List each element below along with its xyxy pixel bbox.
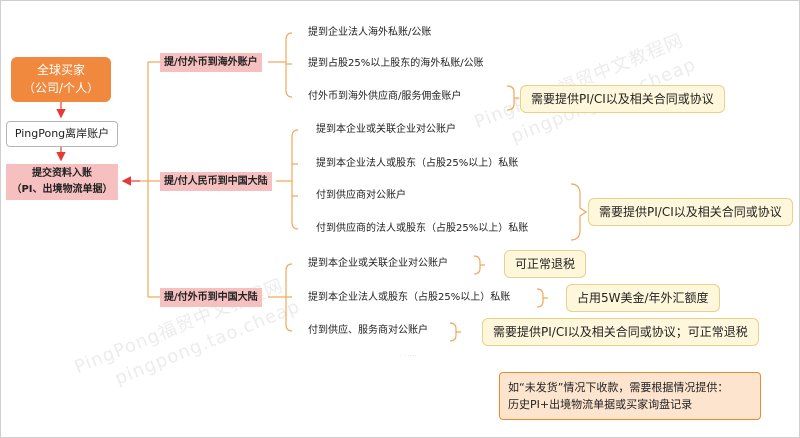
global-buyer-subtitle: （公司/个人）	[22, 81, 100, 95]
leaf-item: 提到本企业法人或股东（占股25%以上）私账	[316, 158, 519, 169]
note-contract-and-refund: 需要提供PI/CI以及相关合同或协议；可正常退税	[482, 318, 759, 346]
global-buyer-node: 全球买家 （公司/个人）	[11, 57, 111, 102]
note-contract-required: 需要提供PI/CI以及相关合同或协议	[588, 198, 793, 226]
leaf-item: 提到本企业或关联企业对公账户	[316, 124, 456, 135]
global-buyer-title: 全球买家	[36, 63, 85, 77]
leaf-item: 付到供应、服务商对公账户	[308, 325, 428, 336]
note-tax-refund: 可正常退税	[504, 250, 587, 278]
branch-foreign-overseas: 提/付外币到海外账户	[160, 53, 262, 72]
remark-line-2: 历史PI+出境物流单据或买家询盘记录	[508, 398, 693, 411]
remark-box: 如“未发货”情况下收款，需要根据情况提供： 历史PI+出境物流单据或买家询盘记录	[499, 372, 761, 420]
submit-documents-node: 提交资料入账 （PI、出境物流单据）	[6, 164, 118, 200]
submit-documents-title: 提交资料入账	[32, 168, 92, 179]
leaf-item: 提到企业法人海外私账/公账	[308, 27, 432, 38]
branch-rmb-mainland: 提/付人民币到中国大陆	[160, 172, 272, 191]
note-contract-required: 需要提供PI/CI以及相关合同或协议	[520, 85, 725, 113]
leaf-item: 付到供应商的法人或股东（占股25%以上）私账	[316, 223, 529, 234]
remark-line-1: 如“未发货”情况下收款，需要根据情况提供：	[508, 381, 729, 394]
leaf-item: 付外币到海外供应商/服务佣金账户	[308, 91, 462, 102]
leaf-item: 付到供应商对公账户	[316, 190, 406, 201]
leaf-item: 提到占股25%以上股东的海外私账/公账	[308, 58, 484, 69]
leaf-item: 提到本企业或关联企业对公账户	[308, 258, 448, 269]
tiny-caption: · · · · · · ·	[400, 353, 417, 358]
submit-documents-subtitle: （PI、出境物流单据）	[11, 184, 113, 195]
leaf-item: 提到本企业法人或股东（占股25%以上）私账	[308, 292, 511, 303]
note-forex-quota: 占用5W美金/年外汇额度	[566, 284, 720, 312]
pingpong-account-node: PingPong离岸账户	[6, 121, 118, 147]
branch-foreign-mainland: 提/付外币到中国大陆	[160, 288, 262, 307]
